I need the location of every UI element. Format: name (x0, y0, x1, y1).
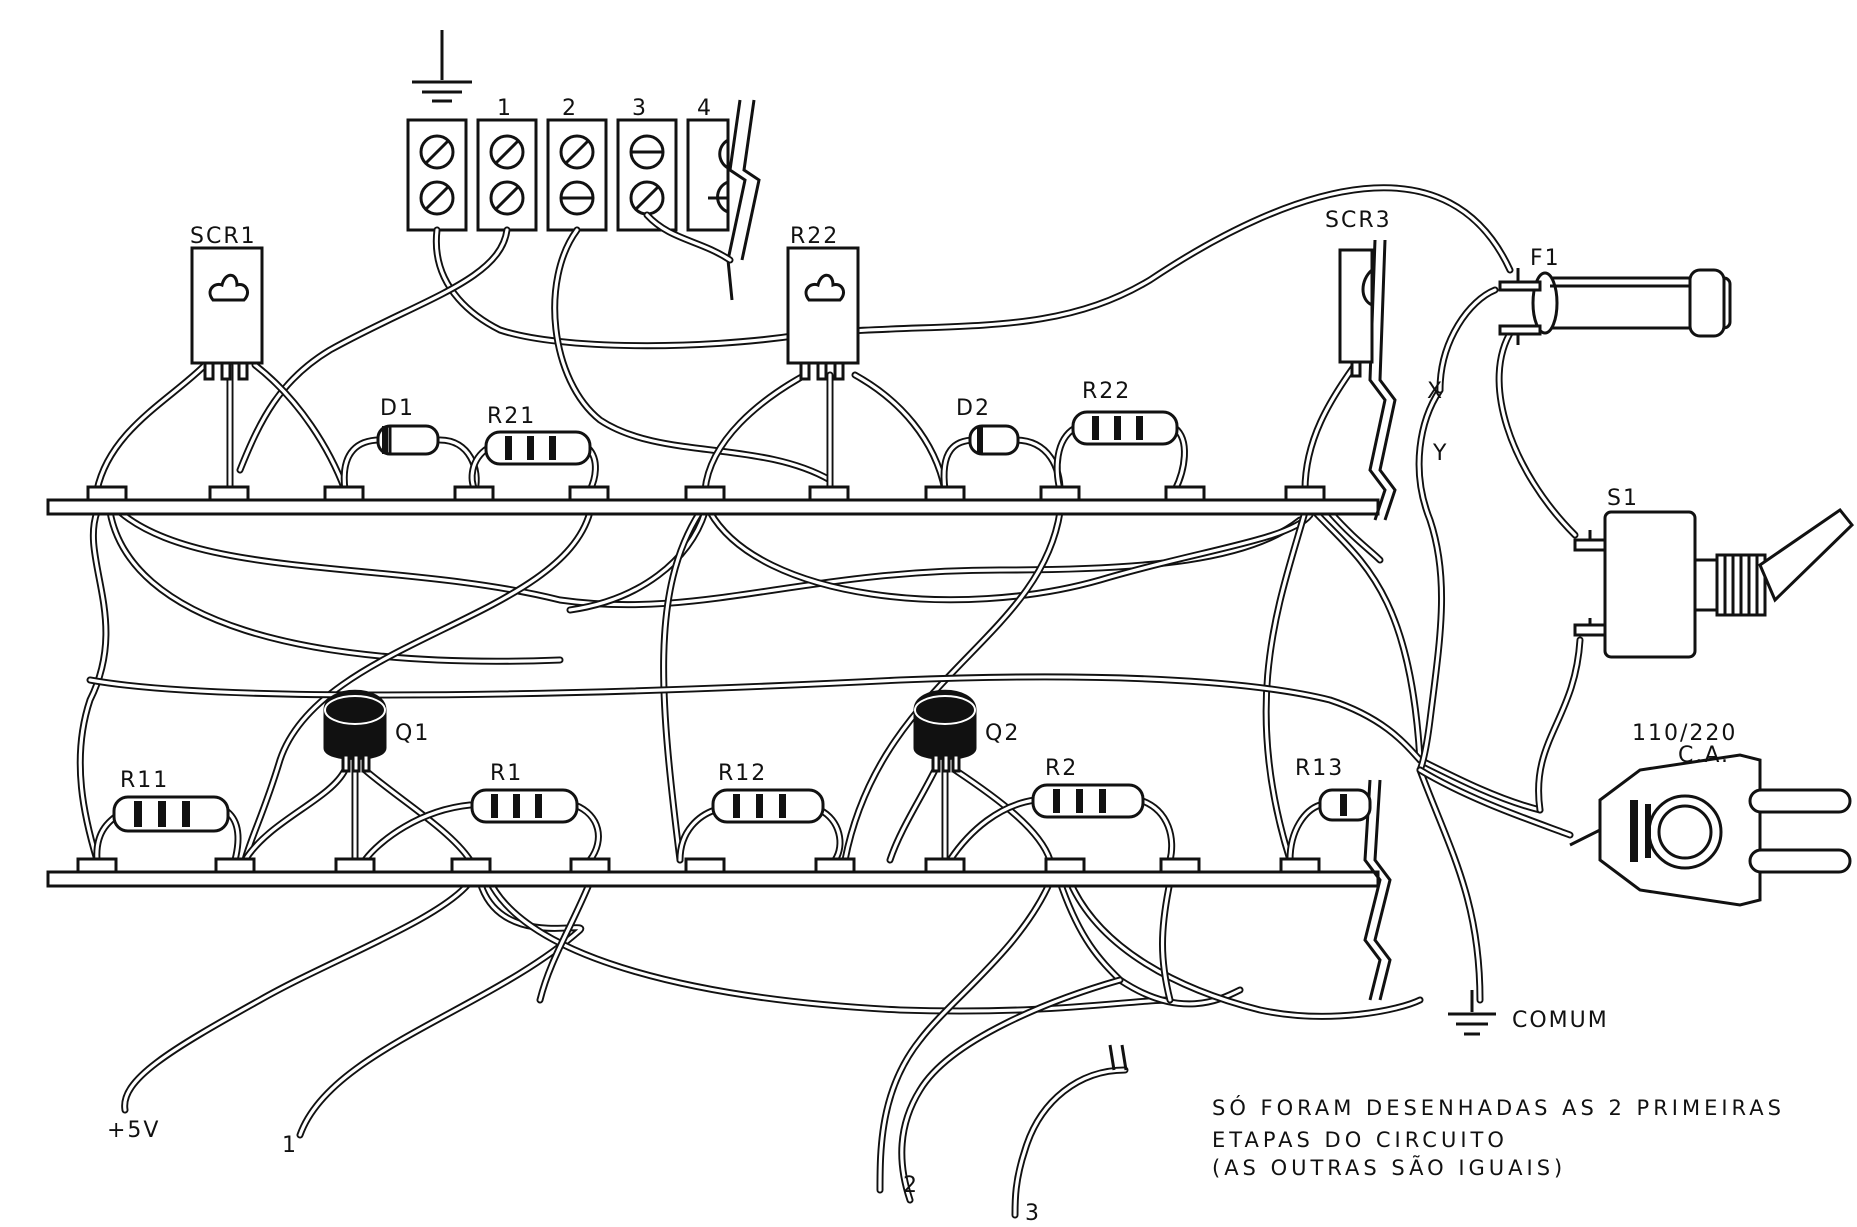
label-q2: Q2 (985, 721, 1020, 746)
resistor-icon (112, 410, 1372, 833)
label-r11: R11 (120, 768, 169, 793)
label-d1: D1 (380, 396, 415, 421)
terminal-label-2: 2 (562, 96, 578, 121)
label-r21: R21 (487, 404, 536, 429)
label-wire-y: Y (1432, 441, 1448, 466)
label-r22: R22 (1082, 379, 1131, 404)
top-board (46, 485, 1380, 516)
fuse-holder-icon (1498, 268, 1732, 345)
scr-package-icon (190, 246, 1374, 381)
label-power-ac: C.A. (1678, 743, 1730, 768)
diode-icon (376, 424, 1020, 456)
label-s1: S1 (1607, 486, 1639, 511)
label-r2: R2 (1045, 756, 1078, 781)
label-input-2: 2 (903, 1173, 919, 1198)
label-scr3: SCR3 (1325, 208, 1392, 233)
label-input-1: 1 (282, 1133, 298, 1158)
terminal-label-4: 4 (697, 96, 713, 121)
label-input-3: 3 (1025, 1201, 1041, 1222)
terminal-block: 1 2 3 4 (406, 30, 761, 301)
label-scr2: R22 (790, 224, 839, 249)
break-mark (1120, 1044, 1128, 1071)
ground-symbol (412, 30, 472, 103)
terminal-label-1: 1 (497, 96, 513, 121)
toggle-switch-icon (1573, 507, 1855, 659)
break-mark (1108, 1044, 1116, 1071)
label-power-voltage: 110/220 (1632, 721, 1737, 746)
label-scr1: SCR1 (190, 224, 257, 249)
note-line-2: ETAPAS DO CIRCUITO (1212, 1128, 1508, 1152)
note-text: SÓ FORAM DESENHADAS AS 2 PRIMEIRAS ETAPA… (1212, 1095, 1785, 1180)
label-f1: F1 (1530, 246, 1561, 271)
terminal-label-3: 3 (632, 96, 648, 121)
bottom-board (46, 857, 1380, 888)
note-line-3: (AS OUTRAS SÃO IGUAIS) (1212, 1154, 1566, 1180)
ac-plug-icon (1569, 753, 1852, 907)
label-comum: COMUM (1512, 1008, 1609, 1033)
label-q1: Q1 (395, 721, 430, 746)
component-labels: SCR1 R22 SCR3 D1 R21 D2 R22 R11 Q1 R1 R1… (107, 208, 1737, 1226)
transistor-to92-icon (323, 689, 977, 773)
ground-symbol (1448, 990, 1496, 1036)
label-wire-x: X (1427, 379, 1444, 404)
note-line-1: SÓ FORAM DESENHADAS AS 2 PRIMEIRAS (1212, 1095, 1785, 1120)
label-input-5v: +5V (107, 1118, 160, 1143)
screw-terminal-icon (406, 99, 761, 301)
label-d2: D2 (956, 396, 991, 421)
label-r12: R12 (718, 761, 767, 786)
label-r13: R13 (1295, 756, 1344, 781)
label-r1: R1 (490, 761, 523, 786)
